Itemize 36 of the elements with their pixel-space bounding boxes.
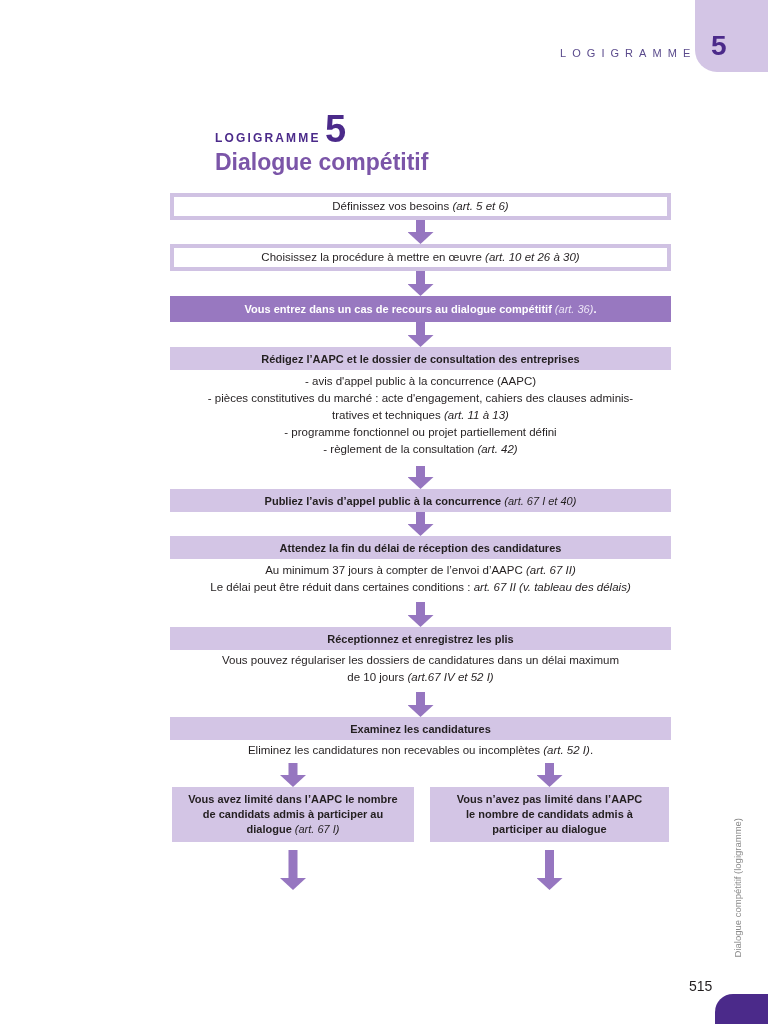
step-note: - règlement de la consultation (art. 42) [323,442,518,457]
diagram-title: Dialogue compétitif [215,148,429,176]
highlighted-process-box: Vous entrez dans un cas de recours au dialogue compétitif (art. 36). [170,296,671,322]
step-note: Eliminez les candidatures non recevables ou incomplètes (art. 52 I). [247,743,594,758]
step-note: Le délai peut être réduit dans certaines conditions : art. 67 II (v. tableau des délais) [210,580,631,595]
running-header: LOGIGRAMME [560,46,697,61]
decision-option-box: Vous avez limité dans l’AAPC le nombre de candidats admis à participer au dialogue (art. 67 I) [172,787,414,842]
page-number: 515 [689,978,713,994]
flow-arrow [536,850,563,890]
process-box: Choisissez la procédure à mettre en œuvre (art. 10 et 26 à 30) [170,244,671,271]
decision-option-box: Vous n’avez pas limité dans l’AAPC le nombre de candidats admis à participer au dialogue [430,787,669,842]
flow-arrow [407,322,434,347]
process-box: Définissez vos besoins (art. 5 et 6) [170,193,671,220]
section-number: 5 [325,110,347,148]
chapter-number: 5 [711,32,727,60]
step-header-band: Attendez la fin du délai de réception des candidatures [170,536,671,559]
flow-arrow [536,763,563,787]
step-note: Vous pouvez régulariser les dossiers de candidatures dans un délai maximum de 10 jours (art.67 IV et 52 I) [221,653,620,685]
flow-arrow [407,512,434,536]
flow-arrow [407,466,434,489]
flow-arrow [280,850,306,890]
step-note: - pièces constitutives du marché : acte d'engagement, cahiers des clauses adminis-tratives et techniques (art. 11 à 13) [206,391,635,423]
step-header-band: Réceptionnez et enregistrez les plis [170,627,671,650]
step-header-band: Rédigez l’AAPC et le dossier de consultation des entreprises [170,347,671,370]
flow-arrow [407,692,434,717]
flow-arrow [407,602,434,627]
side-running-title: Dialogue compétitif (logigramme) [732,818,744,958]
section-kicker: LOGIGRAMME [215,131,321,145]
flow-arrow [280,763,306,787]
step-note: - avis d'appel public à la concurrence (AAPC) [305,374,536,389]
step-note: - programme fonctionnel ou projet partiellement défini [284,425,557,440]
flow-arrow [407,220,434,244]
flow-arrow [407,271,434,296]
step-note: Au minimum 37 jours à compter de l’envoi d’AAPC (art. 67 II) [265,563,576,578]
step-header-band: Publiez l’avis d’appel public à la concurrence (art. 67 I et 40) [170,489,671,512]
step-header-band: Examinez les candidatures [170,717,671,740]
